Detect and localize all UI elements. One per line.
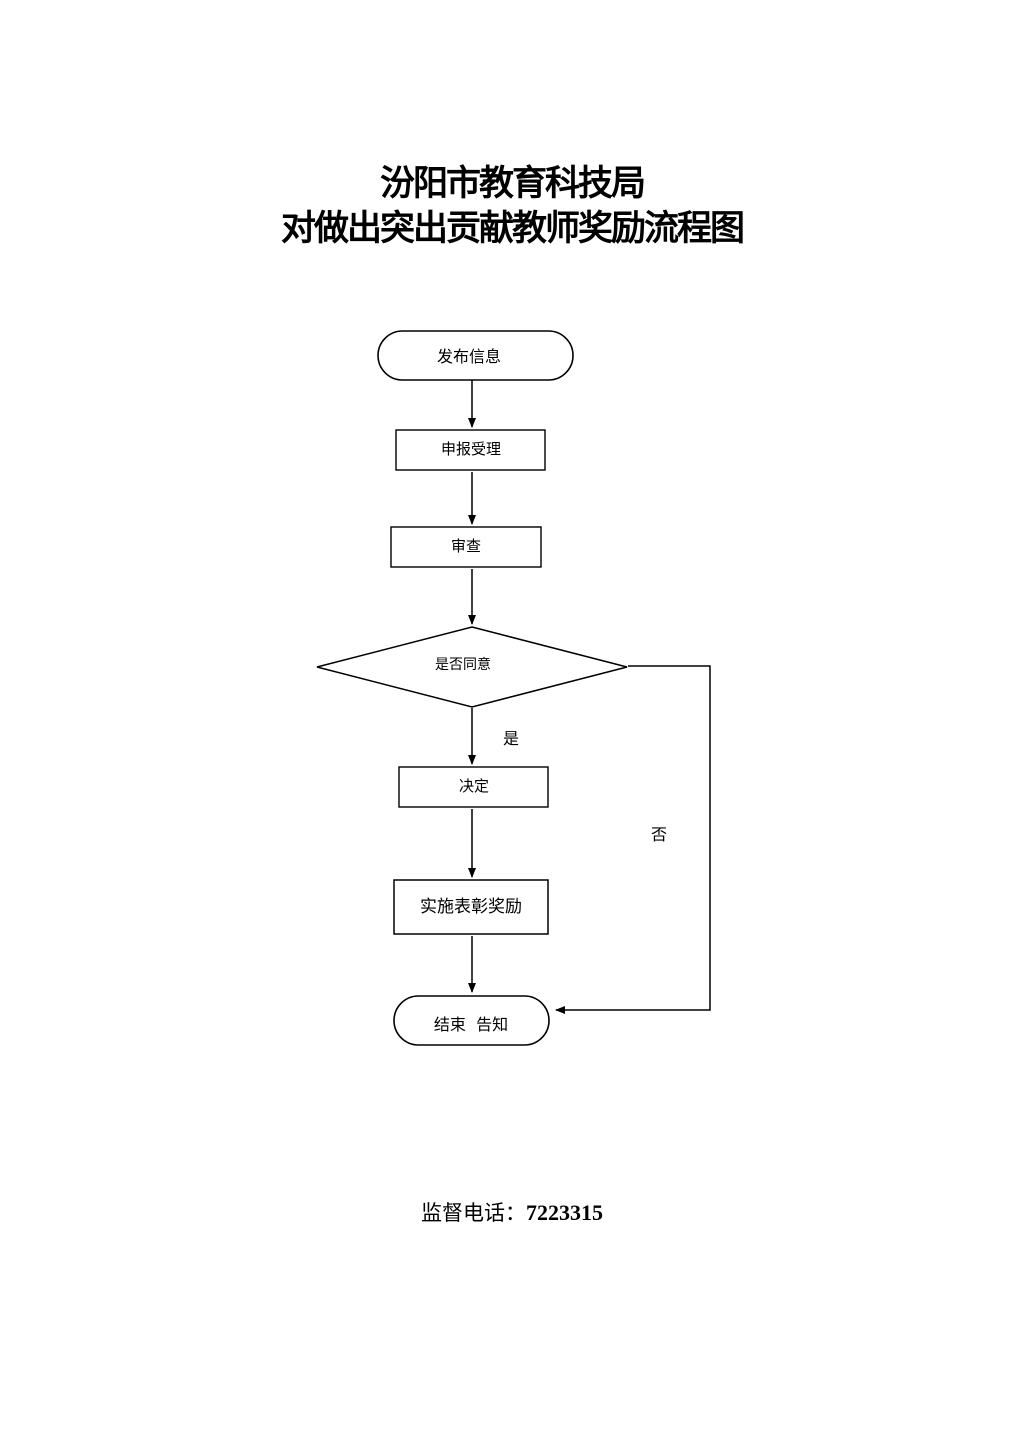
- edge-no-label: 否: [651, 825, 667, 844]
- hotline-label: 监督电话：: [421, 1201, 526, 1225]
- edge-yes-label: 是: [503, 729, 519, 748]
- document-title-line-1: 汾阳市教育科技局: [379, 164, 646, 204]
- node-apply: 申报受理: [395, 429, 546, 471]
- node-publish: 发布信息: [377, 330, 574, 381]
- node-decision-label: 是否同意: [435, 656, 491, 673]
- node-decision: 是否同意: [316, 626, 628, 708]
- document-title-line-2: 对做出突出贡献教师奖励流程图: [280, 209, 745, 249]
- node-apply-label: 申报受理: [441, 440, 501, 458]
- node-decide: 决定: [398, 766, 549, 808]
- edge-decision-to-end: [555, 665, 711, 1014]
- node-end-label: 结束 告知: [434, 1015, 508, 1034]
- node-review: 审查: [390, 526, 542, 568]
- hotline-number: 7223315: [526, 1200, 603, 1225]
- node-implement-label: 实施表彰奖励: [420, 897, 522, 917]
- node-end: 结束 告知: [393, 995, 550, 1046]
- node-decide-label: 决定: [459, 777, 489, 795]
- supervision-hotline: 监督电话：7223315: [0, 1198, 1024, 1228]
- node-publish-label: 发布信息: [437, 347, 501, 366]
- node-review-label: 审查: [451, 537, 481, 555]
- node-implement: 实施表彰奖励: [393, 879, 549, 935]
